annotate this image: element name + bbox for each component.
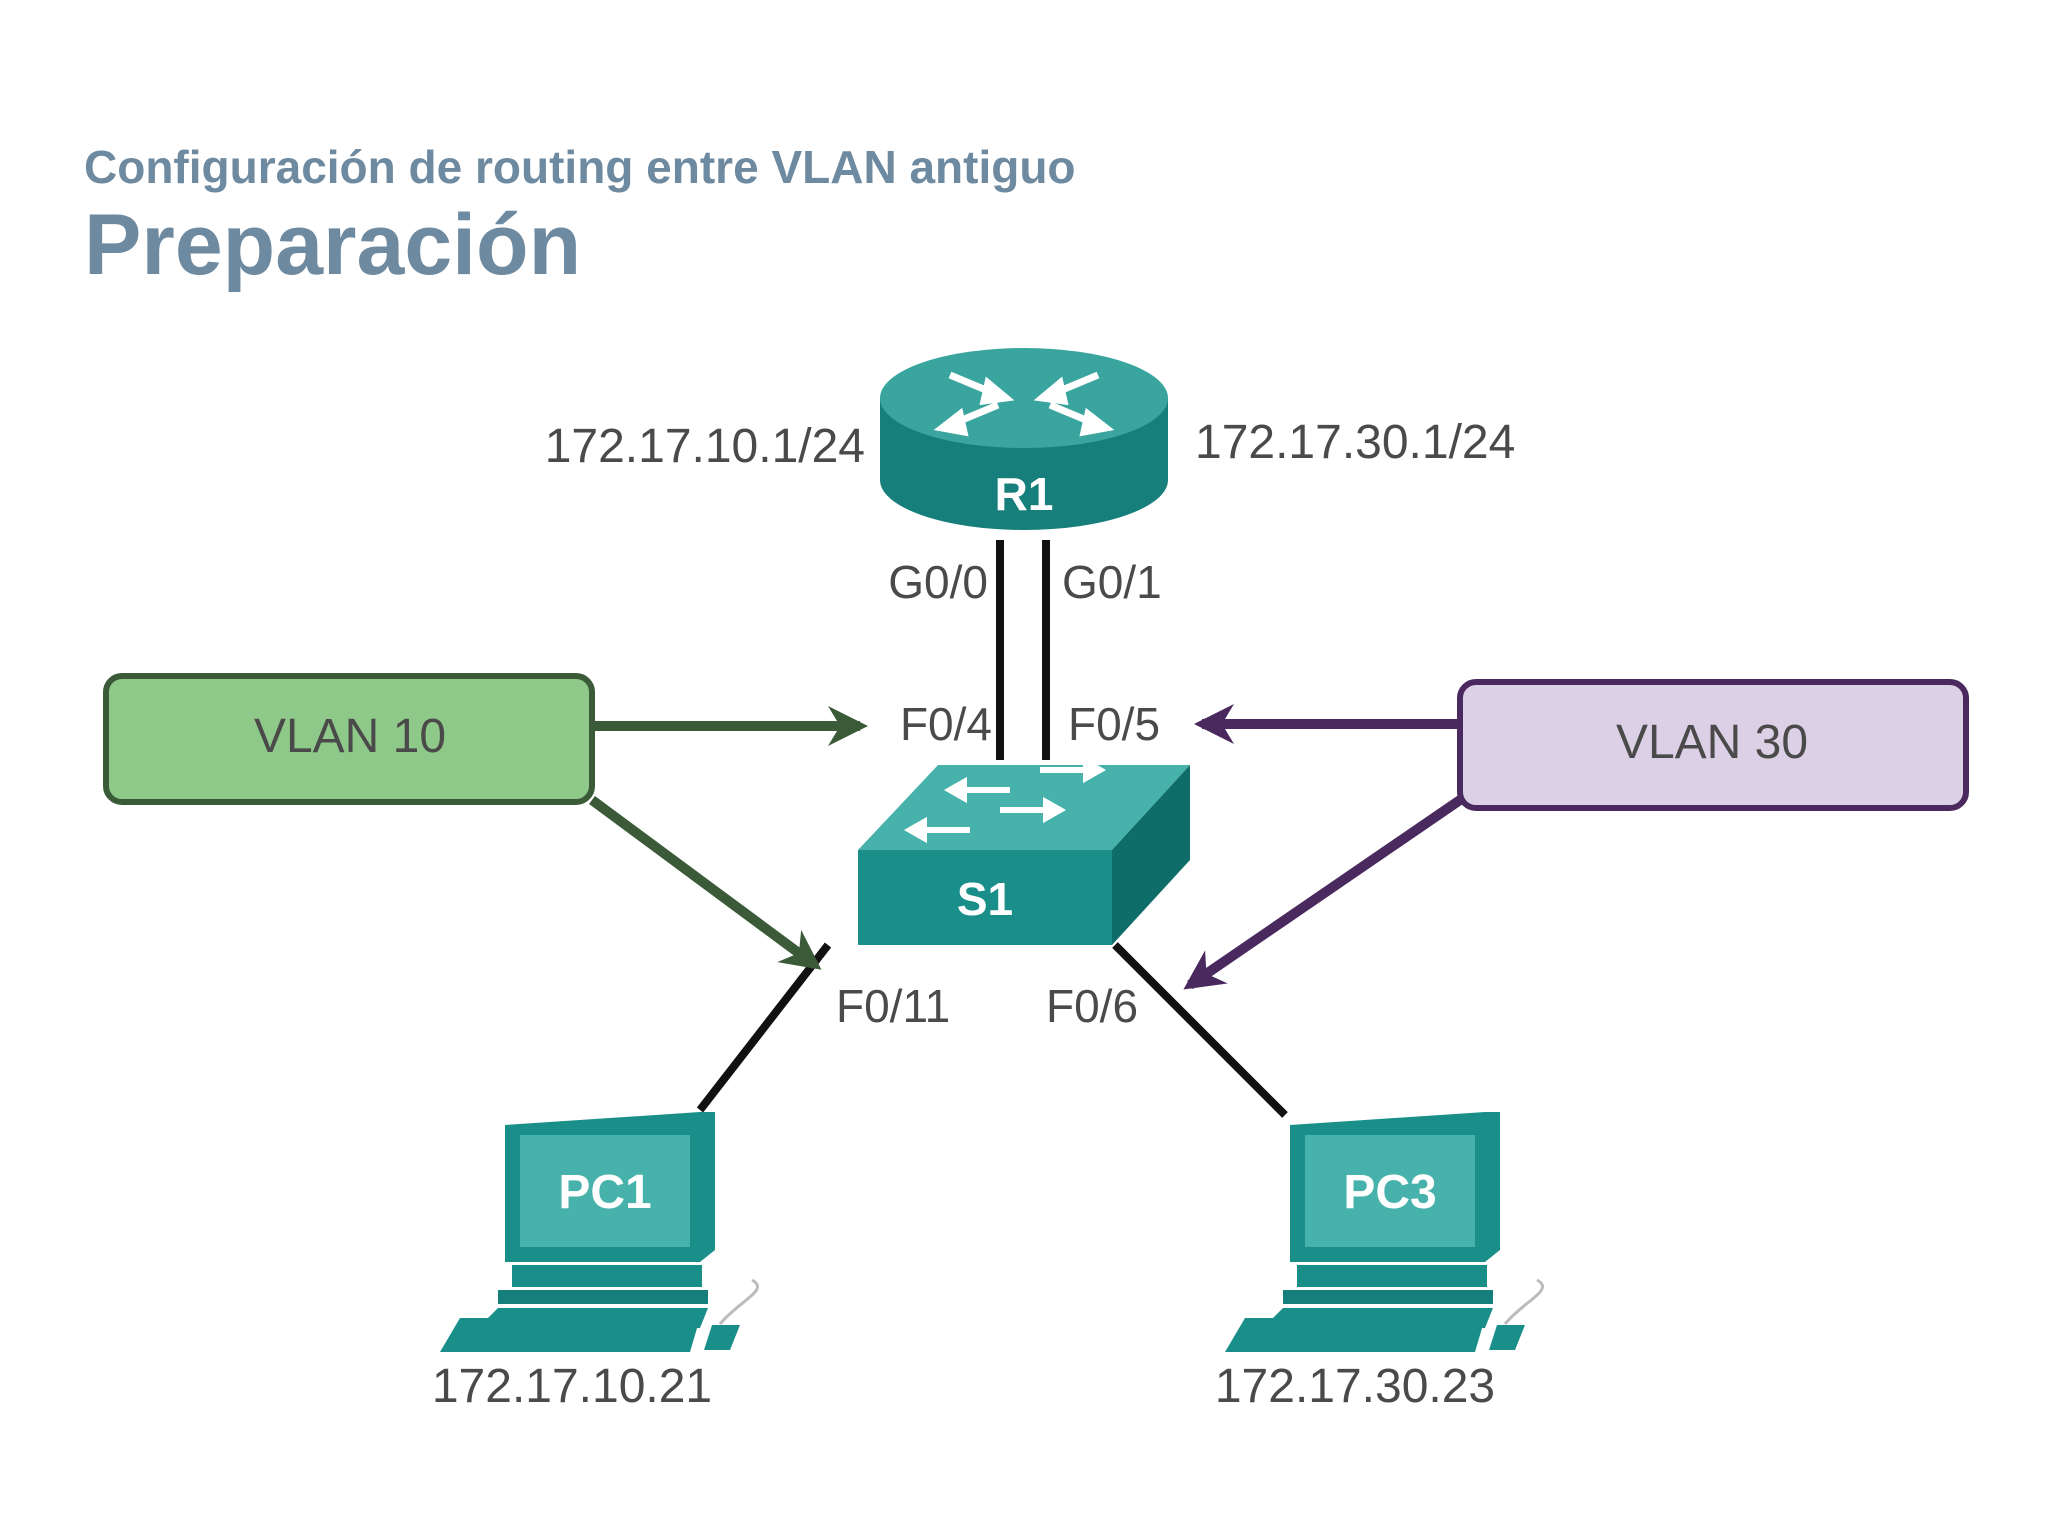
switch-name: S1 <box>957 873 1013 925</box>
slide-title: Preparación <box>84 197 582 293</box>
vlan10-arrow-to-f011 <box>589 795 822 970</box>
mouse-icon <box>704 1325 740 1350</box>
router-port-right: G0/1 <box>1062 556 1162 608</box>
router-ip-right: 172.17.30.1/24 <box>1195 416 1515 469</box>
router-top <box>880 348 1168 448</box>
switch-s1: S1 <box>858 756 1190 945</box>
pc-pc3: PC3 <box>1225 1112 1545 1352</box>
cable-s1-f011-pc1 <box>696 942 832 1113</box>
mouse-icon <box>1489 1325 1525 1350</box>
router-name: R1 <box>995 468 1054 520</box>
switch-port-top-right: F0/5 <box>1068 698 1160 750</box>
switch-side <box>1112 765 1190 945</box>
labels: 172.17.10.1/24 172.17.30.1/24 G0/0 G0/1 … <box>432 416 1515 1413</box>
pc1-ip: 172.17.10.21 <box>432 1360 712 1413</box>
vlan-30-box: VLAN 30 <box>1457 679 1969 811</box>
switch-port-bottom-left: F0/11 <box>836 980 950 1032</box>
cables <box>696 540 1288 1118</box>
router-arrows-icon <box>933 371 1115 437</box>
vlan-arrows <box>589 704 1463 990</box>
switch-front <box>858 850 1112 945</box>
vlan-30-label: VLAN 30 <box>1616 716 1808 769</box>
vlan-10-box: VLAN 10 <box>103 673 595 805</box>
router-port-left: G0/0 <box>888 556 988 608</box>
vlan30-arrow-to-f06 <box>1183 795 1463 990</box>
switch-port-bottom-right: F0/6 <box>1046 980 1138 1032</box>
pc-pc1: PC1 <box>440 1112 760 1352</box>
slide-subtitle: Configuración de routing entre VLAN anti… <box>84 141 1076 193</box>
cable-s1-f06-pc3 <box>1112 942 1288 1118</box>
switch-port-top-left: F0/4 <box>900 698 992 750</box>
switch-arrows-icon <box>903 756 1107 844</box>
pc3-ip: 172.17.30.23 <box>1215 1360 1495 1413</box>
pc3-name: PC3 <box>1343 1166 1436 1219</box>
pc1-name: PC1 <box>558 1166 651 1219</box>
vlan-10-label: VLAN 10 <box>254 710 446 763</box>
router-ip-left: 172.17.10.1/24 <box>545 420 865 473</box>
router-r1: R1 <box>880 348 1168 530</box>
